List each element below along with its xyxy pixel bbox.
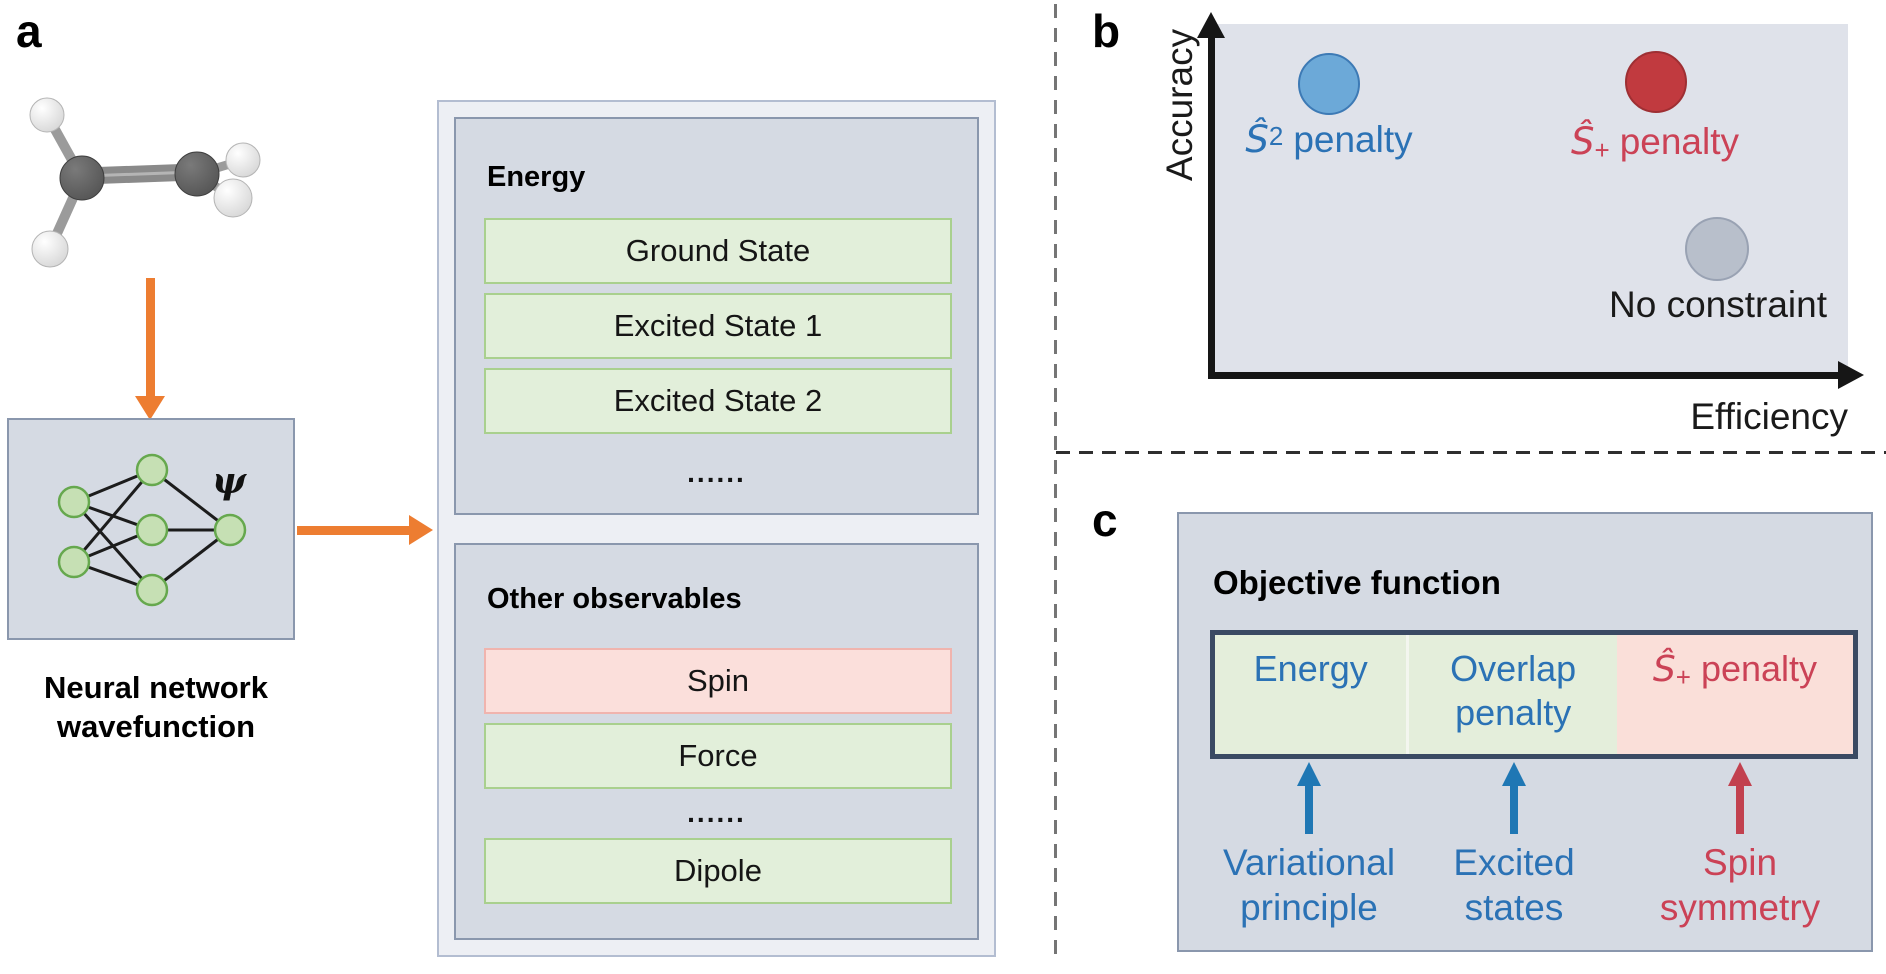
observables-row-spin: Spin	[484, 648, 952, 714]
molecule-illustration	[29, 97, 261, 268]
observables-row-force: Force	[484, 723, 952, 789]
data-point-no-constraint	[1685, 217, 1749, 281]
y-axis	[1208, 36, 1215, 379]
hydrogen-atom	[225, 142, 261, 178]
annotation-arrow-variational-shaft	[1305, 785, 1313, 834]
accuracy-axis-label: Accuracy	[1159, 28, 1200, 182]
nn-caption: Neural network wavefunction	[44, 670, 268, 744]
observables-row-dipole: Dipole	[484, 838, 952, 904]
point-label-splus-penalty: Ŝ+penalty	[1571, 120, 1739, 165]
carbon-atom	[174, 151, 220, 197]
input-arrow-shaft	[146, 278, 155, 397]
bar-cell-energy: Energy	[1215, 635, 1407, 754]
nn-node	[135, 513, 169, 547]
nn-node	[57, 545, 91, 579]
panel-c-label: c	[1092, 494, 1118, 546]
nn-node	[57, 485, 91, 519]
panel-a-label: a	[16, 5, 42, 57]
x-axis-arrowhead	[1838, 361, 1864, 389]
observables-box: Other observables Spin Force ...... Dipo…	[454, 543, 979, 940]
x-axis	[1208, 372, 1840, 379]
divider-vertical	[1054, 4, 1057, 955]
hydrogen-atom	[31, 230, 69, 268]
annotation-excited-states: Excited states	[1453, 842, 1575, 928]
psi-symbol: ψ	[212, 460, 246, 502]
annotation-arrow-spin-head	[1728, 762, 1752, 786]
annotation-arrow-excited-shaft	[1510, 785, 1518, 834]
energy-title: Energy	[487, 161, 586, 193]
objective-function-title: Objective function	[1213, 564, 1501, 601]
output-arrow-head	[409, 515, 433, 545]
neural-network-diagram	[57, 453, 247, 607]
observables-ellipsis: ......	[687, 797, 746, 828]
y-axis-arrowhead	[1197, 12, 1225, 38]
input-arrow-head	[135, 396, 165, 420]
data-point-splus-penalty	[1625, 51, 1687, 113]
bar-cell-splus-penalty: Ŝ+penalty	[1616, 635, 1853, 754]
bar-cell-overlap-penalty: Overlap penalty	[1406, 635, 1617, 754]
annotation-arrow-spin-shaft	[1736, 785, 1744, 834]
point-label-no-constraint: No constraint	[1609, 284, 1827, 325]
output-arrow-shaft	[297, 526, 410, 535]
s-hat-glyph: Ŝ	[1245, 118, 1269, 161]
energy-row-excited-1: Excited State 1	[484, 293, 952, 359]
hydrogen-atom	[29, 97, 65, 133]
energy-box: Energy Ground State Excited State 1 Exci…	[454, 117, 979, 515]
objective-bar: Energy Overlap penalty Ŝ+penalty	[1210, 630, 1858, 759]
annotation-spin-symmetry: Spin symmetry	[1659, 842, 1821, 928]
nn-node	[213, 513, 247, 547]
panel-b-label: b	[1092, 5, 1121, 57]
divider-horizontal	[1056, 451, 1886, 454]
s-hat-glyph: Ŝ	[1652, 649, 1676, 690]
annotation-variational-principle: Variational principle	[1222, 842, 1396, 928]
nn-node	[135, 453, 169, 487]
observables-title: Other observables	[487, 583, 742, 615]
nn-node	[135, 573, 169, 607]
energy-row-ground-state: Ground State	[484, 218, 952, 284]
s-hat-glyph: Ŝ	[1571, 120, 1595, 163]
carbon-atom	[59, 155, 105, 201]
hydrogen-atom	[213, 178, 253, 218]
efficiency-axis-label: Efficiency	[1690, 396, 1848, 437]
annotation-arrow-variational-head	[1297, 762, 1321, 786]
energy-ellipsis: ......	[687, 457, 746, 488]
objective-function-box: Objective function Energy Overlap penalt…	[1177, 512, 1873, 952]
data-point-s2-penalty	[1298, 53, 1360, 115]
energy-row-excited-2: Excited State 2	[484, 368, 952, 434]
annotation-arrow-excited-head	[1502, 762, 1526, 786]
